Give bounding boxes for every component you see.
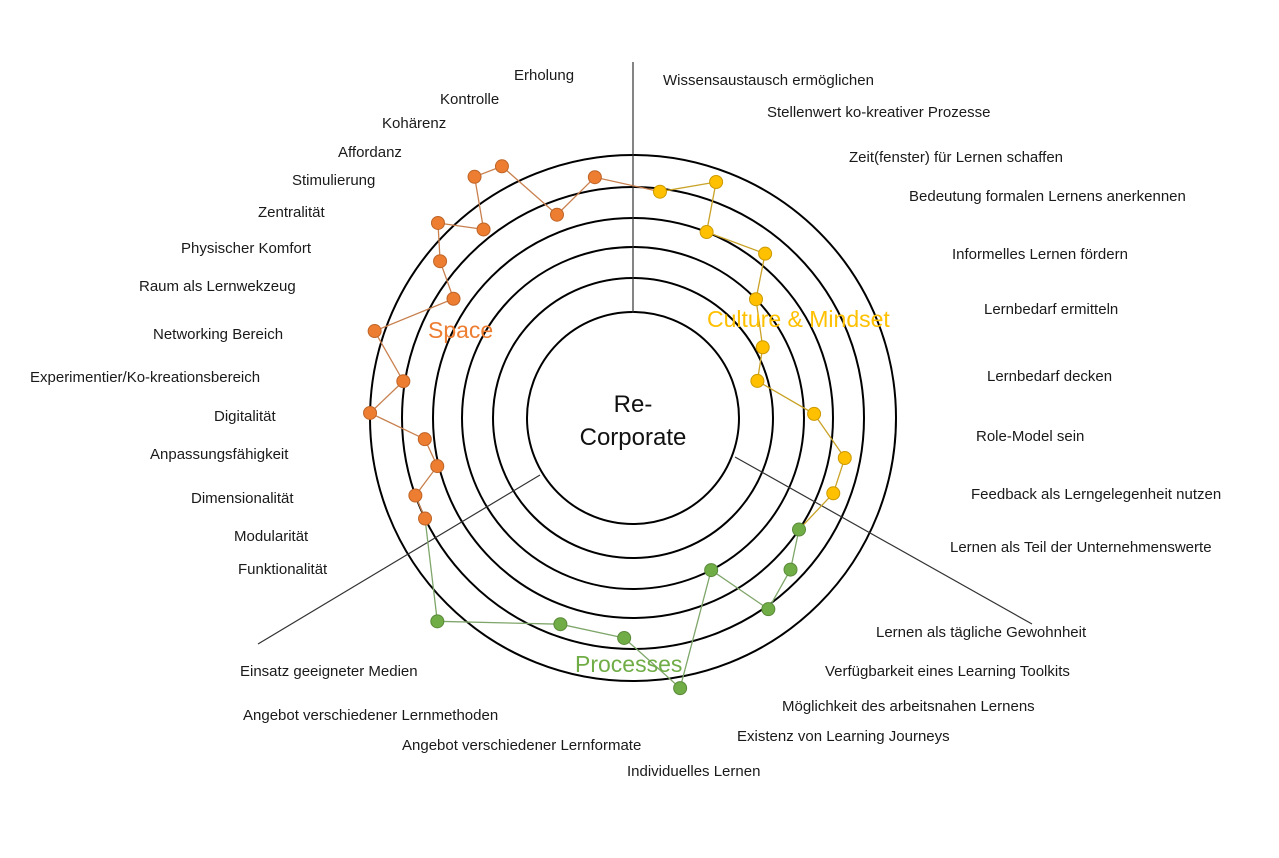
series-points [363,159,852,696]
connector-space-culture [594,176,661,193]
criterion-label-processes: Einsatz geeigneter Medien [240,663,418,680]
point-processes [617,630,632,645]
point-processes [792,522,807,537]
point-culture-mindset [755,340,770,355]
criterion-label-processes: Individuelles Lernen [627,763,760,780]
criterion-label-space: Stimulierung [292,172,375,189]
criterion-label-space: Raum als Lernwekzeug [139,278,296,295]
point-space [467,169,482,184]
criterion-label-culture-mindset: Informelles Lernen fördern [952,246,1128,263]
point-processes [673,681,688,696]
point-space [476,222,491,237]
criterion-label-space: Funktionalität [238,561,328,578]
point-culture-mindset [652,184,667,199]
criterion-label-culture-mindset: Feedback als Lerngelegenheit nutzen [971,486,1221,503]
criterion-label-processes: Möglichkeit des arbeitsnahen Lernens [782,698,1035,715]
center-label-line2: Corporate [580,424,687,451]
criterion-label-space: Kontrolle [440,91,499,108]
point-culture-mindset [758,246,773,261]
category-label-space: Space [428,317,493,343]
criterion-label-space: Erholung [514,67,574,84]
criterion-label-culture-mindset: Stellenwert ko-kreativer Prozesse [767,104,990,121]
point-culture-mindset [837,451,852,466]
point-space [367,324,382,339]
criterion-label-processes: Existenz von Learning Journeys [737,728,950,745]
criterion-label-processes: Angebot verschiedener Lernmethoden [243,707,498,724]
point-space [418,511,433,526]
point-space [430,459,445,474]
criterion-label-space: Kohärenz [382,115,446,132]
point-culture-mindset [699,225,714,240]
point-space [363,405,378,420]
category-label-culture-mindset: Culture & Mindset [707,306,890,332]
criterion-label-space: Networking Bereich [153,326,283,343]
criterion-label-space: Affordanz [338,144,402,161]
criterion-label-culture-mindset: Wissensaustausch ermöglichen [663,72,874,89]
point-space [430,215,445,230]
series-line-processes [437,529,800,690]
series-lines [368,165,846,690]
criterion-label-culture-mindset: Bedeutung formalen Lernens anerkennen [909,188,1186,205]
criterion-label-culture-mindset: Lernen als Teil der Unternehmenswerte [950,539,1212,556]
criterion-label-space: Dimensionalität [191,490,294,507]
point-culture-mindset [749,292,764,307]
divider-lower-left [257,474,541,645]
point-processes [783,562,798,577]
point-processes [430,614,445,629]
divider-lower-right [734,456,1033,625]
criterion-label-space: Modularität [234,528,309,545]
connector-processes-space [424,518,438,622]
point-processes [704,563,719,578]
connector-culture-processes [798,492,834,530]
point-space [587,170,602,185]
criterion-label-culture-mindset: Lernbedarf decken [987,368,1112,385]
point-space [494,159,509,174]
point-space [446,291,461,306]
criterion-label-culture-mindset: Lernbedarf ermitteln [984,301,1118,318]
point-processes [761,602,776,617]
criterion-label-space: Physischer Komfort [181,240,312,257]
criterion-label-space: Zentralität [258,204,326,221]
criterion-label-space: Experimentier/Ko-kreationsbereich [30,369,260,386]
point-space [396,374,411,389]
point-culture-mindset [807,406,822,421]
criterion-label-space: Digitalität [214,408,277,425]
point-space [417,432,432,447]
criterion-labels: ErholungKontrolleKohärenzAffordanzStimul… [30,67,1221,780]
criterion-label-space: Anpassungsfähigkeit [150,446,289,463]
center-label-line1: Re- [614,391,653,418]
criterion-label-culture-mindset: Zeit(fenster) für Lernen schaffen [849,149,1063,166]
series-line-culture-mindset [659,181,846,494]
point-culture-mindset [750,373,765,388]
criterion-label-processes: Lernen als tägliche Gewohnheit [876,624,1087,641]
criterion-label-processes: Verfügbarkeit eines Learning Toolkits [825,663,1070,680]
sector-dividers [257,62,1033,645]
category-label-processes: Processes [575,651,682,677]
point-culture-mindset [826,486,841,501]
point-processes [553,617,568,632]
point-culture-mindset [709,175,724,190]
point-space [408,488,423,503]
criterion-label-processes: Angebot verschiedener Lernformate [402,737,641,754]
criterion-label-culture-mindset: Role-Model sein [976,428,1084,445]
center-circle [526,311,740,525]
point-space [549,207,564,222]
point-space [433,254,448,269]
